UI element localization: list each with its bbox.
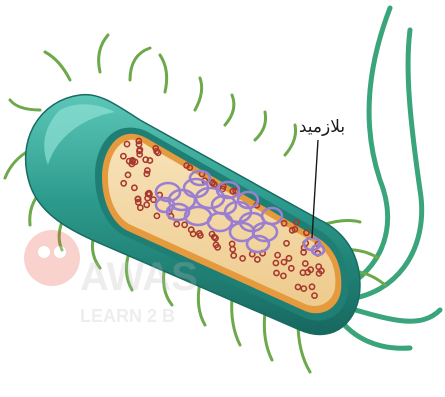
plasmid-label: بلازميد [299, 117, 345, 137]
svg-text:LEARN 2 B: LEARN 2 B [80, 306, 175, 326]
svg-text:AWAS: AWAS [80, 255, 198, 299]
